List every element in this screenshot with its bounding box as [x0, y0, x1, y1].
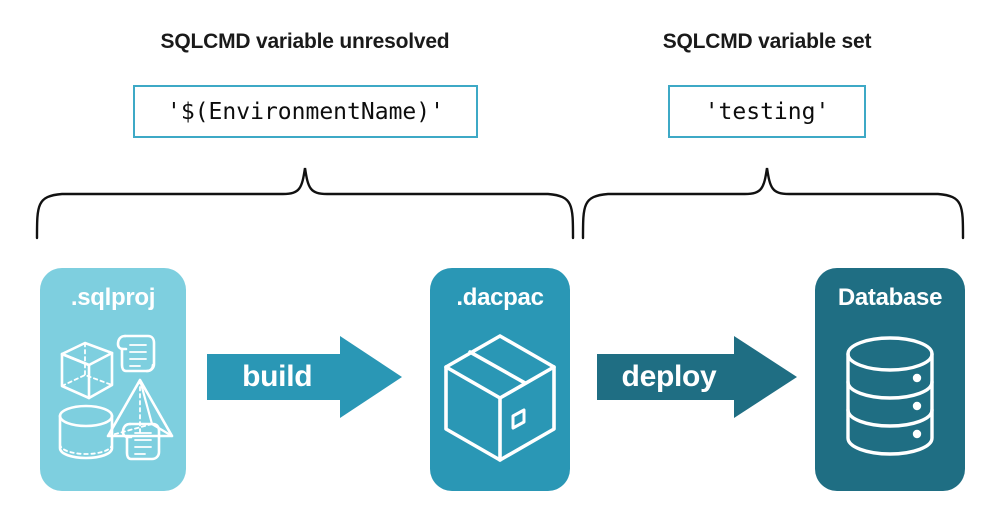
group-caption-left: SQLCMD variable unresolved [160, 30, 450, 53]
dacpac-package-icon [444, 334, 556, 462]
flow-arrow-build: build [207, 336, 402, 418]
database-status-dots [912, 373, 922, 439]
sqlcmd-variable-value-set: 'testing' [668, 85, 866, 138]
sqlproj-object-icons [58, 334, 174, 461]
database-cylinder-icon [846, 336, 934, 456]
deploy-arrow-shape [597, 336, 797, 418]
package-box-icon [444, 334, 556, 462]
sqlcmd-variable-value-unresolved: '$(EnvironmentName)' [133, 85, 478, 138]
database-icon [846, 336, 934, 456]
artifact-card-dacpac: .dacpac [430, 268, 570, 491]
artifact-card-database: Database [815, 268, 965, 491]
pyramid-icon [106, 378, 174, 438]
cube-icon [60, 341, 114, 400]
card-title-dacpac: .dacpac [456, 284, 544, 311]
scroll-icon [121, 422, 161, 461]
left-group-brace [35, 167, 575, 240]
build-arrow-shape [207, 336, 402, 418]
artifact-card-sqlproj: .sqlproj [40, 268, 186, 491]
cylinder-icon [58, 404, 114, 460]
right-group-brace [581, 167, 965, 240]
card-title-database: Database [837, 284, 943, 311]
flow-arrow-deploy: deploy [597, 336, 797, 418]
card-title-sqlproj: .sqlproj [70, 284, 156, 311]
group-caption-right: SQLCMD variable set [662, 30, 872, 53]
scroll-icon [116, 334, 156, 373]
